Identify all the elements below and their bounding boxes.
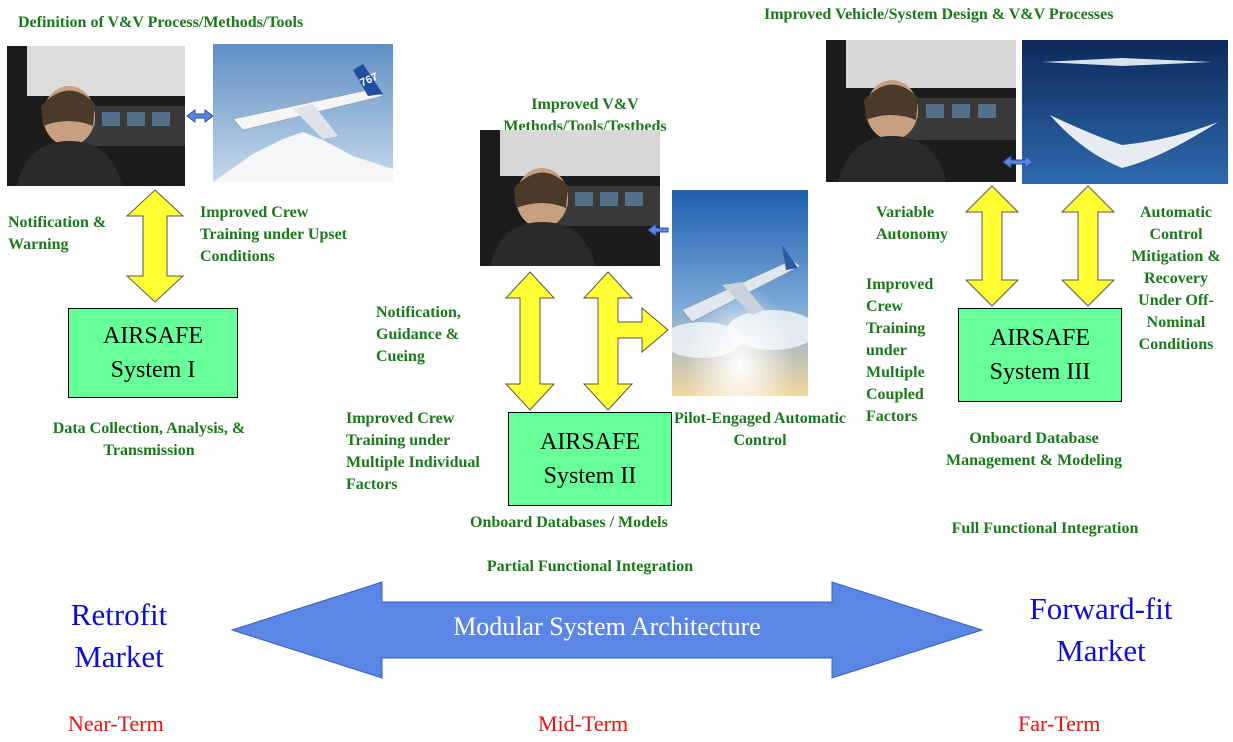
far-term-label: Far-Term [1018, 711, 1101, 736]
mid-notification-label: Notification, Guidance & Cueing [376, 304, 461, 365]
forward-fit-market-label: Forward-fit Market [1029, 591, 1173, 668]
near-training-label: Improved Crew Training under Upset Condi… [200, 204, 347, 265]
pilot-engaged-sky-photo [672, 190, 808, 396]
top-left-heading: Definition of V&V Process/Methods/Tools [18, 14, 304, 31]
far-variable-label: Variable Autonomy [876, 204, 949, 243]
cockpit-photo-mid-term [480, 130, 660, 266]
cockpit-photo-near-term [7, 46, 185, 186]
airsafe-2-line2: System II [543, 463, 637, 489]
mid-pilot-engaged-label: Pilot-Engaged Automatic Control [674, 410, 846, 449]
boeing-767-photo: 767 [213, 44, 393, 182]
retrofit-market-label: Retrofit Market [70, 597, 168, 674]
mid-training-label: Improved Crew Training under Multiple In… [346, 410, 480, 493]
far-automatic-label: Automatic Control Mitigation & Recovery … [1131, 204, 1221, 353]
airsafe-1-line2: System I [110, 357, 196, 383]
near-term-label: Near-Term [68, 711, 164, 736]
airsafe-3-line1: AIRSAFE [989, 325, 1091, 351]
yellow-arrow-far-left [964, 185, 1020, 307]
airsafe-system-1-box: AIRSAFE System I [68, 308, 238, 398]
yellow-arrow-mid-branch [582, 271, 669, 411]
airsafe-system-3-box: AIRSAFE System III [958, 308, 1122, 402]
blue-connector-near [186, 109, 214, 123]
top-right-heading: Improved Vehicle/System Design & V&V Pro… [764, 6, 1114, 23]
airsafe-3-line2: System III [989, 359, 1091, 385]
far-training-label: Improved Crew Training under Multiple Co… [866, 276, 934, 425]
yellow-arrow-mid-left [504, 271, 556, 411]
cockpit-photo-far-term [826, 40, 1016, 182]
airsafe-system-2-box: AIRSAFE System II [508, 412, 672, 506]
blue-connector-mid [647, 223, 669, 237]
blue-connector-far [1002, 155, 1034, 169]
airsafe-1-line1: AIRSAFE [102, 323, 204, 349]
far-database-label: Onboard Database Management & Modeling [946, 430, 1122, 469]
modular-architecture-arrow [230, 581, 984, 679]
blended-wing-aircraft-photo [1022, 40, 1228, 184]
mid-databases-label: Onboard Databases / Models [470, 514, 668, 531]
mid-integration-label: Partial Functional Integration [486, 558, 694, 575]
far-integration-label: Full Functional Integration [951, 520, 1139, 537]
near-notification-label: Notification & Warning [8, 214, 107, 253]
yellow-arrow-near [125, 189, 185, 303]
near-data-label: Data Collection, Analysis, & Transmissio… [52, 420, 246, 459]
yellow-arrow-far-right [1060, 185, 1116, 307]
mid-term-label: Mid-Term [538, 711, 629, 736]
airsafe-2-line1: AIRSAFE [539, 429, 641, 455]
modular-architecture-label: Modular System Architecture [453, 612, 761, 641]
